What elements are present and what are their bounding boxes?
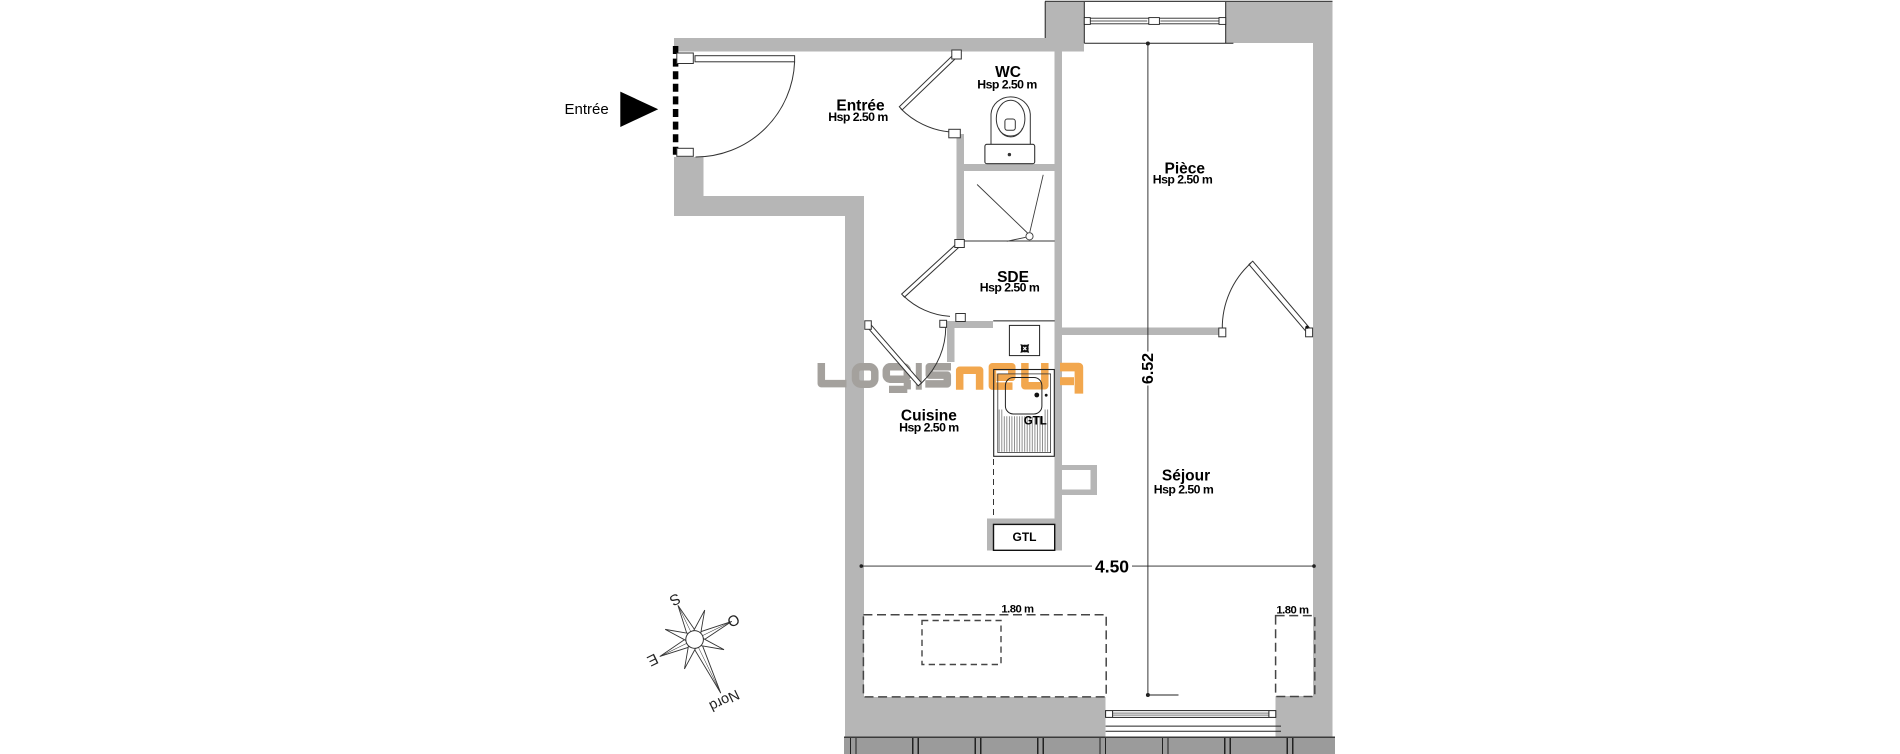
svg-text:Entrée: Entrée <box>564 101 608 118</box>
svg-text:Hsp 2.50 m: Hsp 2.50 m <box>980 281 1040 295</box>
svg-text:6.52: 6.52 <box>1140 353 1157 384</box>
svg-text:WC: WC <box>995 64 1021 81</box>
svg-text:Hsp 2.50 m: Hsp 2.50 m <box>1154 483 1214 497</box>
svg-text:Hsp 2.50 m: Hsp 2.50 m <box>828 110 888 124</box>
svg-text:Entrée: Entrée <box>836 98 885 115</box>
svg-text:GTL: GTL <box>1013 530 1037 544</box>
svg-text:Séjour: Séjour <box>1162 468 1210 485</box>
svg-text:GTL: GTL <box>1024 416 1047 428</box>
svg-text:1.80 m: 1.80 m <box>1001 603 1034 615</box>
svg-text:1.80 m: 1.80 m <box>1276 605 1309 617</box>
svg-text:Pièce: Pièce <box>1165 160 1206 177</box>
svg-text:Cuisine: Cuisine <box>901 407 957 424</box>
svg-text:SDE: SDE <box>997 269 1029 286</box>
svg-text:Hsp 2.50 m: Hsp 2.50 m <box>899 420 959 434</box>
svg-text:4.50: 4.50 <box>1095 556 1129 576</box>
svg-text:Hsp 2.50 m: Hsp 2.50 m <box>1153 172 1213 186</box>
svg-text:Hsp 2.50 m: Hsp 2.50 m <box>977 77 1037 91</box>
